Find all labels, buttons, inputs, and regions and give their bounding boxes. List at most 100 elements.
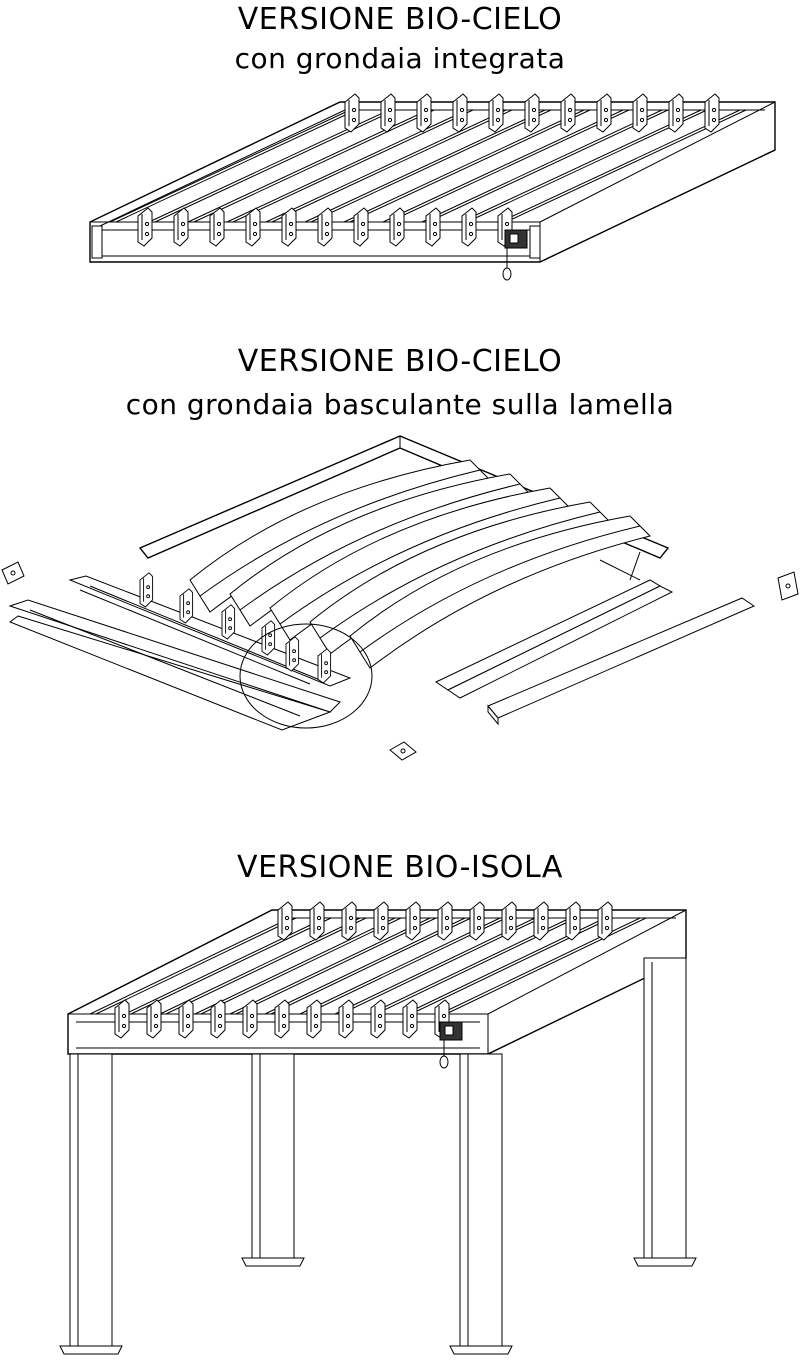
top-bracket xyxy=(277,901,293,941)
lamella-edge xyxy=(199,469,481,597)
front-bracket xyxy=(173,207,189,247)
lamella xyxy=(159,917,361,1015)
exploded-bracket xyxy=(139,572,154,608)
lamella-edge xyxy=(279,497,561,625)
top-bracket xyxy=(704,93,720,133)
lamella xyxy=(466,109,708,223)
section2-subtitle: con grondaia basculante sulla lamella xyxy=(125,388,675,421)
lamella xyxy=(124,917,326,1015)
lamella-edge xyxy=(239,483,521,611)
lamella xyxy=(95,917,297,1015)
front-bracket xyxy=(178,999,194,1039)
lamella xyxy=(271,109,513,223)
top-bracket xyxy=(380,93,396,133)
lamella xyxy=(388,109,630,223)
front-bracket xyxy=(245,207,261,247)
lamella xyxy=(130,917,332,1015)
lamella xyxy=(310,109,552,223)
exploded-bracket xyxy=(317,648,332,684)
lamella xyxy=(89,917,291,1015)
top-bracket xyxy=(524,93,540,133)
lamella xyxy=(154,109,396,223)
motor-unit xyxy=(502,229,528,281)
curved-lamella xyxy=(349,515,651,669)
front-bracket xyxy=(402,999,418,1039)
exploded-bracket xyxy=(285,636,300,672)
lamella xyxy=(382,109,624,223)
column-front-right xyxy=(449,1053,513,1355)
motor-unit xyxy=(439,1021,463,1069)
top-bracket xyxy=(597,901,613,941)
front-bracket xyxy=(370,999,386,1039)
lamella xyxy=(427,109,669,223)
lamella xyxy=(200,917,402,1015)
section3-title: VERSIONE BIO-ISOLA xyxy=(237,850,563,885)
top-bracket xyxy=(309,901,325,941)
top-bracket xyxy=(560,93,576,133)
right-gutter-beam xyxy=(434,579,674,699)
top-bracket xyxy=(344,93,360,133)
pergola-tilting-gutter-exploded-drawing xyxy=(1,435,799,761)
top-bracket xyxy=(501,901,517,941)
lamella xyxy=(343,109,585,223)
front-bracket xyxy=(353,207,369,247)
corner-piece-left xyxy=(1,561,25,585)
section2-title: VERSIONE BIO-CIELO xyxy=(237,344,563,379)
top-bracket xyxy=(416,93,432,133)
lamella xyxy=(499,109,741,223)
corner-piece-bottom xyxy=(389,741,417,761)
lamella xyxy=(194,917,396,1015)
top-bracket xyxy=(341,901,357,941)
lamella-edge xyxy=(359,525,641,653)
top-bracket xyxy=(596,93,612,133)
front-bracket xyxy=(306,999,322,1039)
pergola-integrated-gutter-drawing xyxy=(89,93,776,281)
front-bracket-row xyxy=(114,999,450,1039)
front-bracket-row xyxy=(137,207,513,247)
lamella xyxy=(445,917,647,1015)
exploded-brackets xyxy=(139,572,332,684)
lamella xyxy=(299,917,501,1015)
top-bracket-row xyxy=(344,93,720,133)
front-bracket xyxy=(425,207,441,247)
top-bracket xyxy=(632,93,648,133)
lamella xyxy=(109,109,351,223)
top-bracket-row xyxy=(277,901,613,941)
top-bracket xyxy=(373,901,389,941)
front-bracket xyxy=(114,999,130,1039)
front-bracket xyxy=(338,999,354,1039)
top-bracket xyxy=(668,93,684,133)
exploded-bracket xyxy=(221,604,236,640)
exploded-bracket xyxy=(179,588,194,624)
lamella xyxy=(349,109,591,223)
top-bracket xyxy=(488,93,504,133)
corner-piece-right xyxy=(777,571,799,601)
top-bracket xyxy=(533,901,549,941)
section1-title: VERSIONE BIO-CIELO xyxy=(237,2,563,37)
front-bracket xyxy=(281,207,297,247)
front-bracket xyxy=(317,207,333,247)
corner-post-left xyxy=(91,225,541,259)
right-beam xyxy=(487,597,756,726)
back-frame xyxy=(138,435,670,581)
column-back-left xyxy=(241,1053,305,1267)
detail-circle xyxy=(239,623,373,729)
lamella xyxy=(264,917,466,1015)
front-bracket xyxy=(389,207,405,247)
lamella-edge xyxy=(319,511,601,639)
top-bracket xyxy=(452,93,468,133)
left-beam xyxy=(8,599,341,731)
exploded-bracket xyxy=(261,620,276,656)
top-bracket xyxy=(469,901,485,941)
front-bracket xyxy=(146,999,162,1039)
top-bracket xyxy=(437,901,453,941)
lamella xyxy=(460,109,702,223)
top-bracket xyxy=(565,901,581,941)
lamella xyxy=(115,109,357,223)
lamella xyxy=(193,109,435,223)
top-bracket xyxy=(405,901,421,941)
exploded-lamellae xyxy=(189,459,651,669)
section1-subtitle: con grondaia integrata xyxy=(234,42,566,75)
front-bracket xyxy=(461,207,477,247)
frame-outline xyxy=(89,101,776,263)
